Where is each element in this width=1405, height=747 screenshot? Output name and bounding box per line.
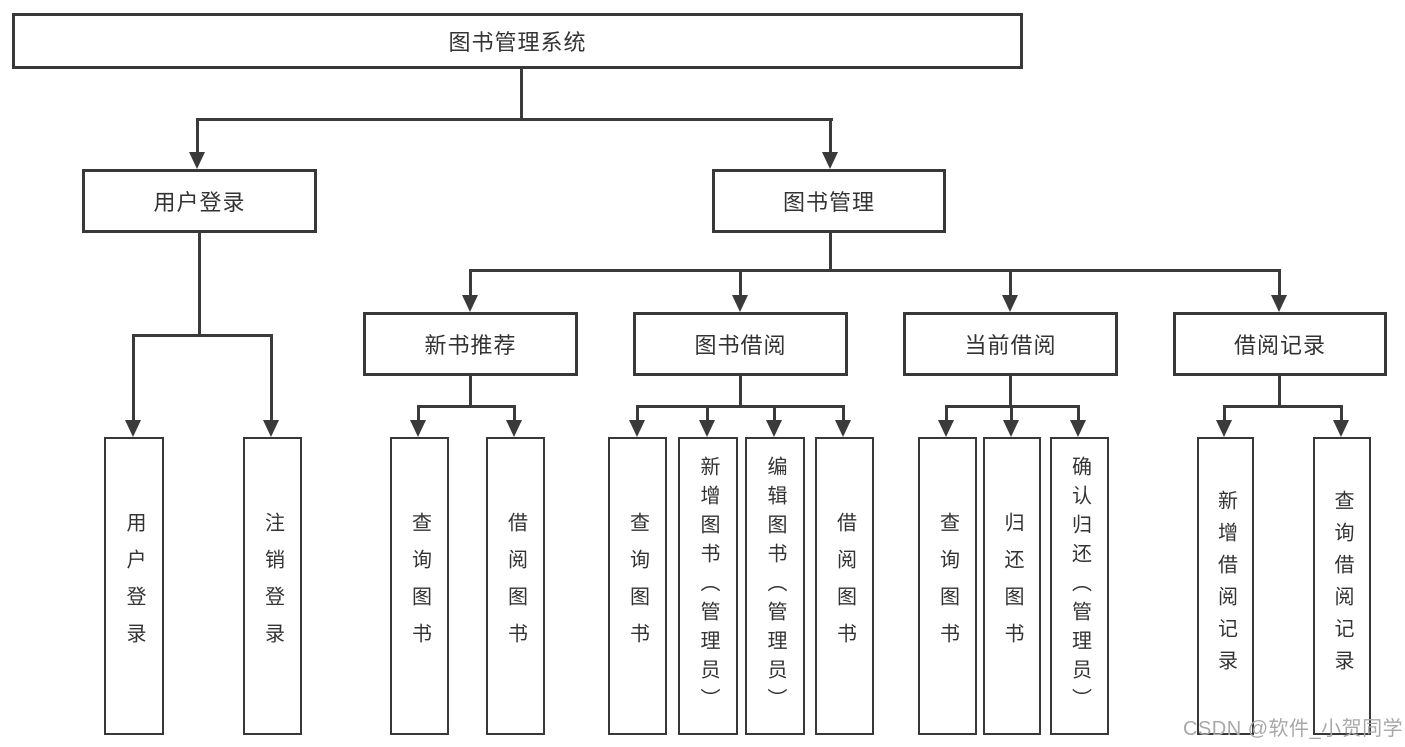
node-book-mgmt-label: 图书管理 <box>782 190 875 215</box>
node-records-label: 借阅记录 <box>1233 333 1326 358</box>
leaf-cb-confirm: 确认归还（管理员） <box>1050 437 1109 735</box>
leaf-bb-query: 查询图书 <box>608 437 667 735</box>
arrow-down-new-book <box>462 269 478 312</box>
arrow-down-records <box>1271 269 1287 312</box>
arrow-down-borrow <box>732 269 748 312</box>
node-records: 借阅记录 <box>1173 312 1387 376</box>
leaf-bb-borrow: 借阅图书 <box>815 437 874 735</box>
connector-records-horizontal <box>1223 405 1343 408</box>
node-user-login-label: 用户登录 <box>153 190 246 215</box>
arrow-down-leaf-logout <box>263 334 279 437</box>
leaf-br-query: 查询借阅记录 <box>1313 437 1371 735</box>
leaf-nb-borrow: 借阅图书 <box>486 437 545 735</box>
leaf-br-add-label: 新增借阅记录 <box>1214 490 1237 682</box>
arrow-down-bb-query <box>629 405 645 437</box>
connector-root-vertical <box>520 68 523 119</box>
arrow-down-nb-query <box>410 405 426 437</box>
leaf-bb-add: 新增图书（管理员） <box>678 437 738 735</box>
arrow-down-br-query <box>1333 405 1349 437</box>
node-new-book: 新书推荐 <box>363 312 578 376</box>
leaf-cb-return: 归还图书 <box>983 437 1041 735</box>
leaf-cb-confirm-label: 确认归还（管理员） <box>1068 455 1091 717</box>
leaf-user-login-label: 用户登录 <box>123 512 145 660</box>
connector-new-book-vertical <box>469 375 472 407</box>
connector-records-vertical <box>1278 375 1281 407</box>
leaf-user-login: 用户登录 <box>104 437 164 735</box>
leaf-br-add: 新增借阅记录 <box>1197 437 1254 735</box>
connector-level3-horizontal <box>469 269 1281 272</box>
arrow-down-bb-add <box>699 405 715 437</box>
node-book-mgmt: 图书管理 <box>712 169 946 233</box>
arrow-down-leaf-user-login <box>125 334 141 437</box>
connector-borrow-vertical <box>739 375 742 407</box>
connector-book-mgmt-vertical <box>829 232 832 272</box>
leaf-nb-query-label: 查询图书 <box>408 512 431 660</box>
node-new-book-label: 新书推荐 <box>424 333 517 358</box>
arrow-down-nb-borrow <box>506 405 522 437</box>
arrow-down-cb-query <box>938 405 954 437</box>
leaf-bb-add-label: 新增图书（管理员） <box>697 455 719 717</box>
leaf-logout: 注销登录 <box>243 437 302 735</box>
leaf-cb-return-label: 归还图书 <box>1001 512 1023 660</box>
connector-level2-horizontal <box>196 118 833 121</box>
connector-user-login-vertical <box>198 232 201 336</box>
leaf-nb-query: 查询图书 <box>390 437 449 735</box>
connector-new-book-horizontal <box>417 405 516 408</box>
node-root-label: 图书管理系统 <box>448 30 587 55</box>
arrow-down-bb-edit <box>766 405 782 437</box>
arrow-down-br-add <box>1216 405 1232 437</box>
leaf-bb-edit: 编辑图书（管理员） <box>745 437 805 735</box>
arrow-down-book-mgmt <box>822 118 838 169</box>
connector-borrow-horizontal <box>636 405 845 408</box>
node-root: 图书管理系统 <box>12 13 1023 69</box>
connector-current-vertical <box>1009 375 1012 407</box>
connector-user-login-horizontal <box>132 334 273 337</box>
arrow-down-current <box>1002 269 1018 312</box>
leaf-logout-label: 注销登录 <box>261 512 284 660</box>
arrow-down-user-login <box>189 118 205 169</box>
node-current: 当前借阅 <box>903 312 1118 376</box>
arrow-down-bb-borrow <box>835 405 851 437</box>
arrow-down-cb-confirm <box>1070 405 1086 437</box>
leaf-cb-query: 查询图书 <box>918 437 977 735</box>
node-current-label: 当前借阅 <box>964 333 1057 358</box>
arrow-down-cb-return <box>1003 405 1019 437</box>
leaf-bb-query-label: 查询图书 <box>626 512 649 660</box>
leaf-br-query-label: 查询借阅记录 <box>1331 490 1353 682</box>
leaf-bb-borrow-label: 借阅图书 <box>833 512 856 660</box>
csdn-watermark: CSDN @软件_小贺同学 <box>1183 718 1404 740</box>
leaf-cb-query-label: 查询图书 <box>936 512 959 660</box>
node-user-login: 用户登录 <box>82 169 317 233</box>
leaf-nb-borrow-label: 借阅图书 <box>504 512 527 660</box>
node-borrow: 图书借阅 <box>633 312 848 376</box>
leaf-bb-edit-label: 编辑图书（管理员） <box>764 455 786 717</box>
node-borrow-label: 图书借阅 <box>694 333 787 358</box>
